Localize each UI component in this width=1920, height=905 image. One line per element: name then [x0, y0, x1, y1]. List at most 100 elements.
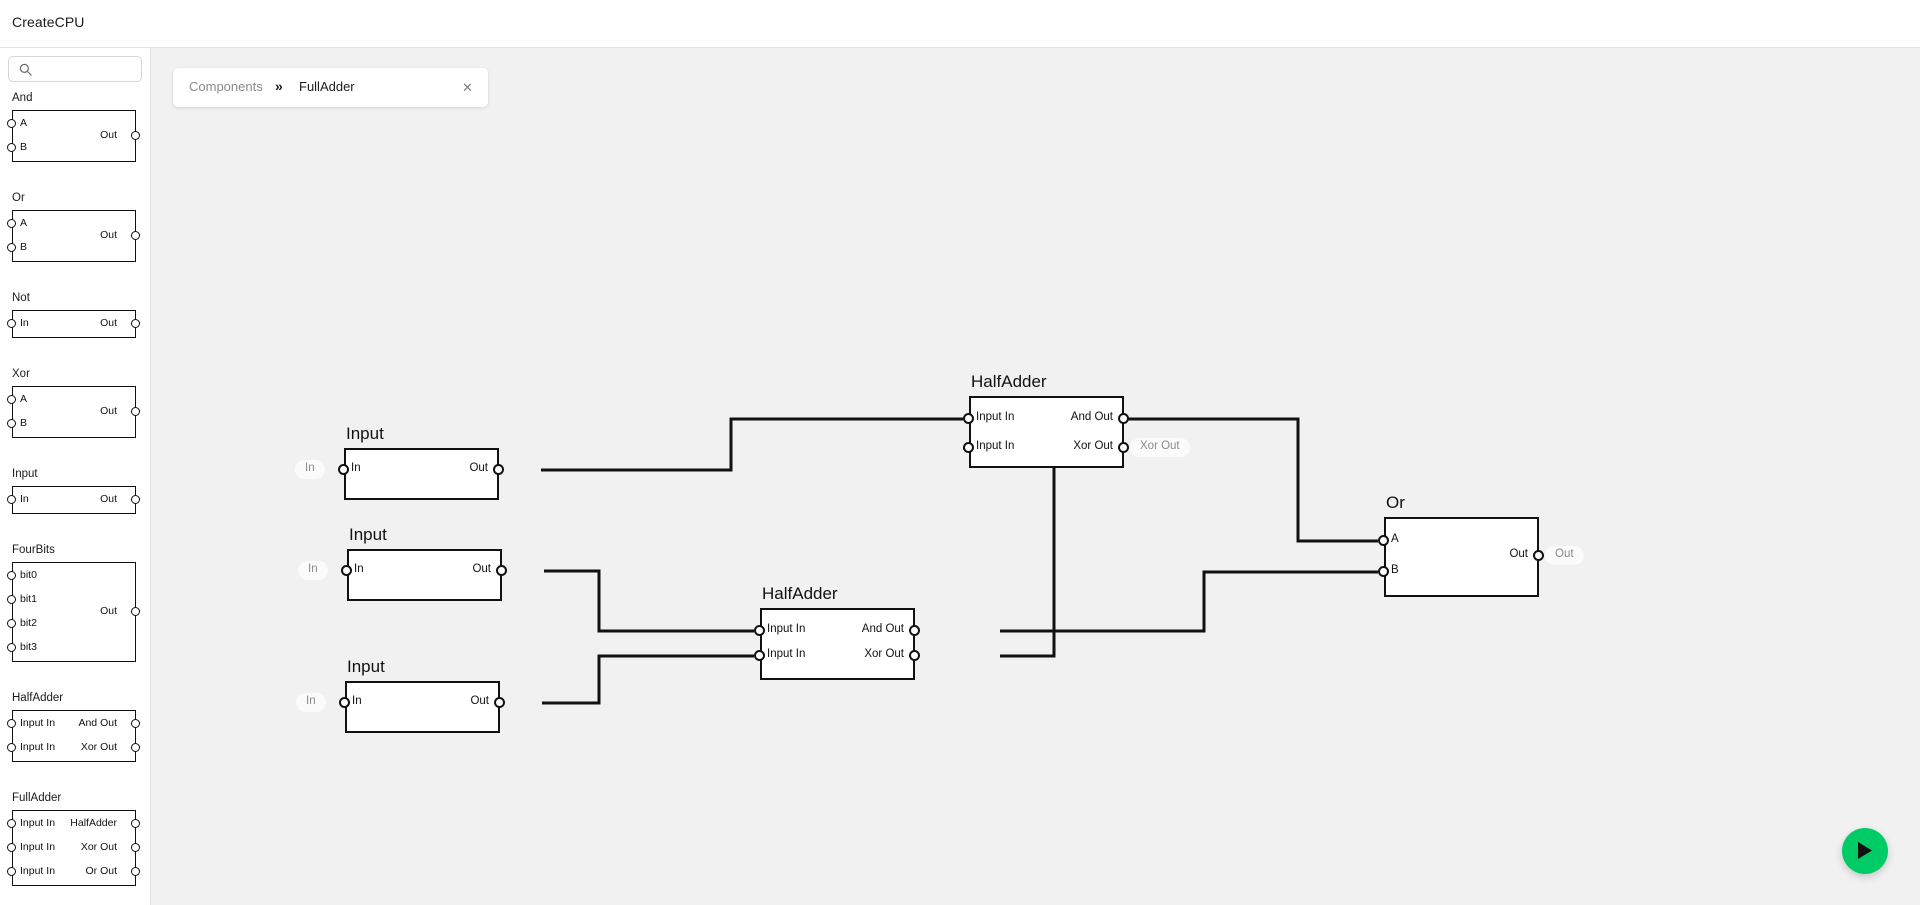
output-port-label: Out — [472, 563, 491, 575]
input-pin-badge[interactable]: In — [298, 561, 328, 580]
palette-output-port[interactable] — [131, 407, 140, 416]
input-pin-badge[interactable]: In — [296, 693, 326, 712]
palette-input-port[interactable] — [7, 619, 16, 628]
palette-input-port[interactable] — [7, 571, 16, 580]
close-icon[interactable]: ✕ — [460, 80, 475, 95]
wire-layer — [541, 417, 1378, 705]
search-icon — [19, 63, 32, 76]
output-port[interactable] — [1533, 550, 1544, 561]
palette-input-label: Input In — [20, 717, 56, 729]
palette-input-port[interactable] — [7, 595, 16, 604]
output-port[interactable] — [494, 697, 505, 708]
input-port[interactable] — [963, 413, 974, 424]
output-port[interactable] — [909, 625, 920, 636]
node-body[interactable] — [760, 608, 915, 680]
breadcrumb-separator-icon: » — [275, 78, 283, 94]
palette-input-port[interactable] — [7, 867, 16, 876]
palette-output-port[interactable] — [131, 843, 140, 852]
node-body[interactable] — [344, 448, 499, 500]
input-port[interactable] — [341, 565, 352, 576]
palette-output-port[interactable] — [131, 819, 140, 828]
output-pin-badge[interactable]: Out — [1545, 546, 1584, 565]
palette-item-body[interactable] — [12, 386, 136, 438]
palette-input-label: In — [20, 317, 29, 329]
palette-output-port[interactable] — [131, 495, 140, 504]
breadcrumb-tab[interactable]: Components » FullAdder ✕ — [173, 68, 488, 107]
output-port[interactable] — [909, 650, 920, 661]
palette-output-port[interactable] — [131, 719, 140, 728]
palette-output-port[interactable] — [131, 131, 140, 140]
node-body[interactable] — [969, 396, 1124, 468]
breadcrumb-current: FullAdder — [299, 79, 355, 94]
input-port-label: B — [1391, 564, 1399, 576]
top-bar: CreateCPU — [0, 0, 1920, 48]
palette-output-port[interactable] — [131, 231, 140, 240]
palette-input-port[interactable] — [7, 119, 16, 128]
input-port[interactable] — [339, 697, 350, 708]
palette-item-title: Xor — [12, 368, 30, 380]
palette-output-port[interactable] — [131, 607, 140, 616]
palette-item-body[interactable] — [12, 486, 136, 514]
palette-output-port[interactable] — [131, 867, 140, 876]
output-port[interactable] — [1118, 442, 1129, 453]
output-port[interactable] — [496, 565, 507, 576]
palette-input-port[interactable] — [7, 243, 16, 252]
input-pin-badge[interactable]: In — [295, 460, 325, 479]
wire-hamid-xor-to-hatop-in2 — [963, 446, 1056, 658]
palette-input-port[interactable] — [7, 395, 16, 404]
input-port[interactable] — [963, 442, 974, 453]
palette-input-port[interactable] — [7, 643, 16, 652]
palette-item-body[interactable] — [12, 710, 136, 762]
input-port[interactable] — [754, 625, 765, 636]
palette-item-body[interactable] — [12, 210, 136, 262]
palette-input-label: bit3 — [20, 641, 37, 653]
breadcrumb-root[interactable]: Components — [189, 79, 263, 94]
input-port[interactable] — [1378, 566, 1389, 577]
palette-output-port[interactable] — [131, 319, 140, 328]
palette-input-port[interactable] — [7, 843, 16, 852]
palette-output-port[interactable] — [131, 743, 140, 752]
palette-input-port[interactable] — [7, 495, 16, 504]
search-box[interactable] — [8, 56, 142, 82]
output-port[interactable] — [1118, 413, 1129, 424]
output-port-label: Out — [469, 462, 488, 474]
input-port[interactable] — [754, 650, 765, 661]
palette-input-port[interactable] — [7, 419, 16, 428]
palette-item-body[interactable] — [12, 110, 136, 162]
output-pin-badge[interactable]: Xor Out — [1130, 438, 1190, 457]
palette-input-port[interactable] — [7, 143, 16, 152]
palette-input-port[interactable] — [7, 319, 16, 328]
palette-output-label: HalfAdder — [70, 817, 117, 829]
output-port[interactable] — [493, 464, 504, 475]
palette-input-port[interactable] — [7, 819, 16, 828]
node-body[interactable] — [347, 549, 502, 601]
node-body[interactable] — [345, 681, 500, 733]
palette-input-port[interactable] — [7, 743, 16, 752]
palette-item-body[interactable] — [12, 562, 136, 662]
palette-item-body[interactable] — [12, 310, 136, 338]
search-input[interactable] — [37, 57, 137, 81]
palette-input-port[interactable] — [7, 719, 16, 728]
input-port[interactable] — [338, 464, 349, 475]
node-body[interactable] — [1384, 517, 1539, 597]
input-port[interactable] — [1378, 535, 1389, 546]
palette-input-port[interactable] — [7, 219, 16, 228]
node-title: Input — [349, 525, 387, 544]
run-simulation-button[interactable] — [1842, 828, 1888, 874]
